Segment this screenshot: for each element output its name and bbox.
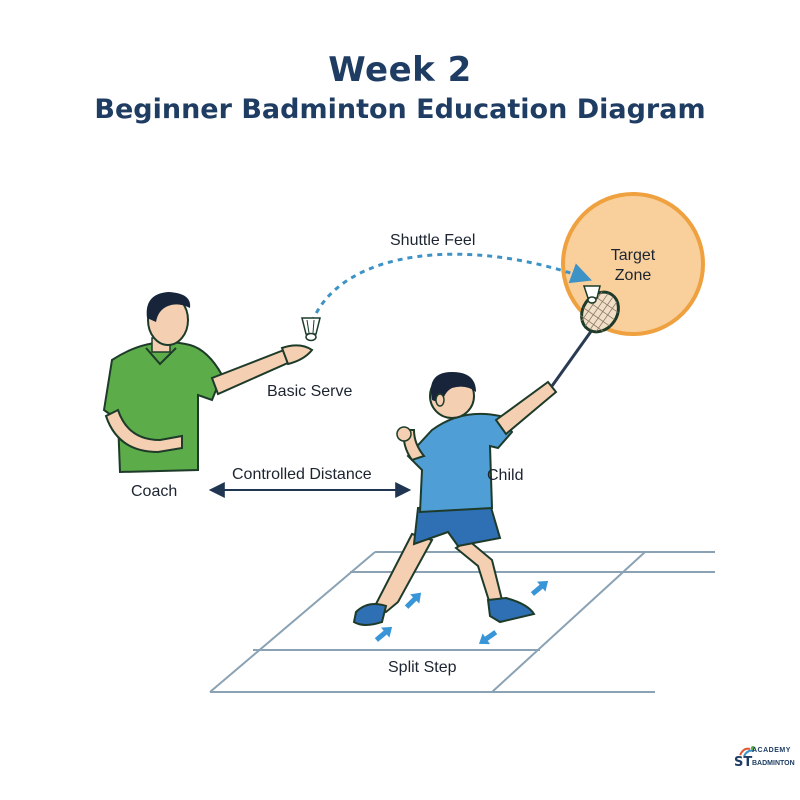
coach-label: Coach xyxy=(131,483,178,500)
logo-mark-icon xyxy=(739,746,755,757)
child-figure xyxy=(352,372,558,626)
logo-text-academy: ACADEMY xyxy=(752,747,791,754)
shuttlecock-coach xyxy=(301,317,321,342)
shuttle-trajectory xyxy=(310,252,592,323)
coach-figure xyxy=(102,292,314,474)
footwork-arrows xyxy=(374,580,549,645)
logo-text-mark: ST xyxy=(734,755,753,770)
logo-text-badminton: BADMINTON xyxy=(752,760,795,767)
court-lines xyxy=(209,551,715,693)
shuttlecock-target xyxy=(582,285,601,304)
diagram-title: Week 2 xyxy=(328,50,472,90)
child-label: Child xyxy=(487,467,524,484)
diagram-subtitle: Beginner Badminton Education Diagram xyxy=(94,94,706,125)
split-step-label: Split Step xyxy=(388,659,457,676)
target-zone-label: Target Zone xyxy=(610,247,656,284)
controlled-distance-label: Controlled Distance xyxy=(232,466,372,483)
shuttle-feel-label: Shuttle Feel xyxy=(390,232,476,249)
basic-serve-label: Basic Serve xyxy=(267,383,353,400)
academy-logo: ACADEMY ST BADMINTON xyxy=(730,745,795,775)
